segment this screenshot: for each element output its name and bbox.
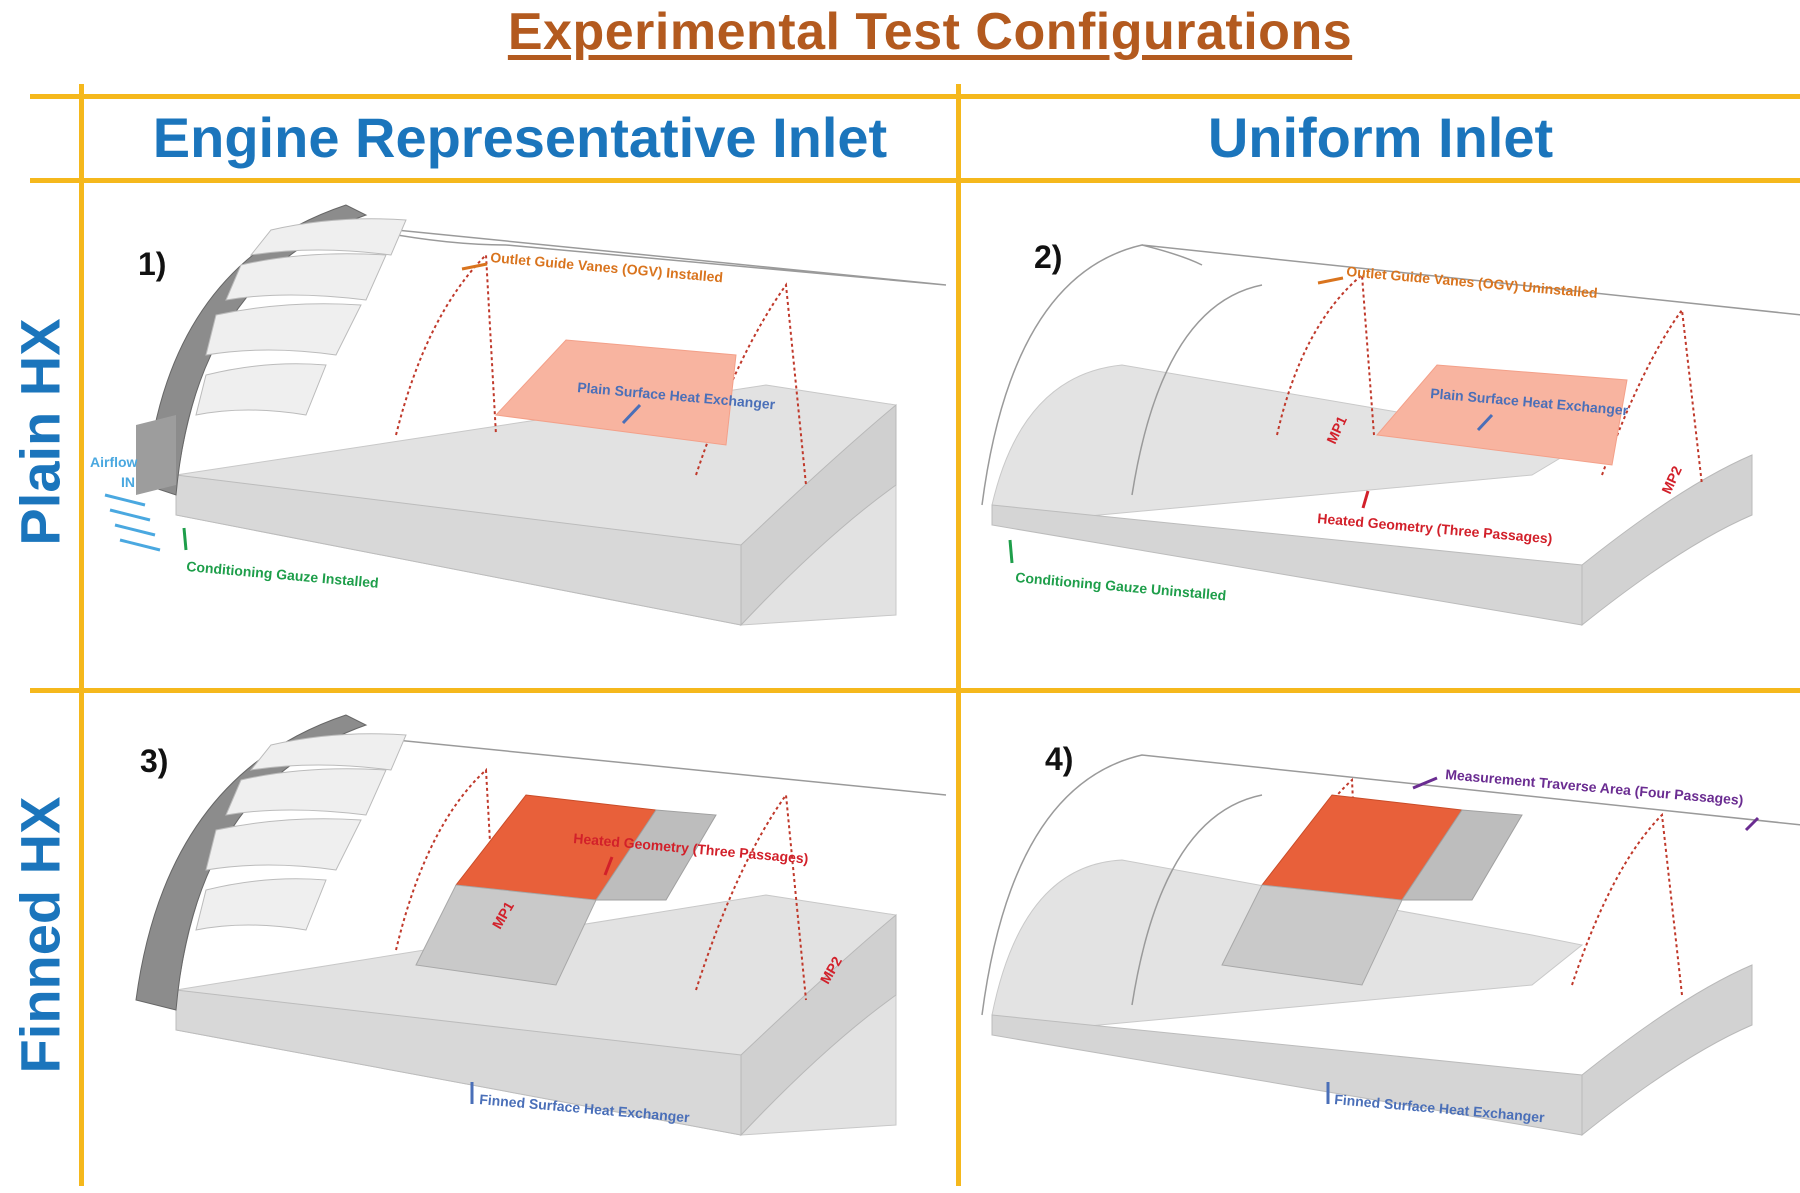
mp2-plane (695, 282, 807, 486)
duct-right-curve (1581, 964, 1753, 1137)
duct-right-curve (740, 913, 897, 1137)
grid-line-left (79, 84, 84, 1186)
column-header-engine-inlet: Engine Representative Inlet (152, 106, 888, 169)
column-header-uniform-inlet: Uniform Inlet (1207, 106, 1554, 169)
panel-2-diagram (981, 244, 1800, 627)
label-in-text: IN (121, 474, 135, 490)
plain-heat-exchanger (1376, 364, 1628, 466)
panel-2-number: 2) (1034, 239, 1062, 275)
arrow-traverse-left (1412, 776, 1438, 790)
panel-4-diagram (981, 754, 1800, 1137)
arrow-heated-geometry-3 (603, 856, 614, 876)
arrow-traverse-right (1744, 816, 1760, 832)
duct-geometry (175, 734, 947, 1137)
outlet-guide-vanes (195, 733, 407, 931)
vane-3 (225, 253, 387, 301)
duct-right-curve (1581, 454, 1753, 627)
outlet-guide-vanes (195, 218, 407, 416)
mp1-plane (1276, 272, 1375, 436)
label-measurement-traverse-text: Measurement Traverse Area (Four Passages… (1445, 766, 1744, 808)
panel-3-diagram (135, 714, 947, 1137)
vane-4 (249, 218, 407, 256)
duct-canopy-outline (981, 244, 1800, 506)
vane-1 (195, 878, 327, 931)
panel-1-number: 1) (138, 246, 166, 282)
airflow-arrow-3 (114, 523, 156, 537)
arrow-plain-hx-1 (621, 403, 642, 425)
figure-title: Experimental Test Configurations (507, 3, 1353, 61)
label-finned-hx-4: Finned Surface Heat Exchanger (1326, 1082, 1546, 1125)
arrow-gauze-uninstalled (1008, 539, 1014, 564)
mp1-plane (395, 767, 497, 951)
grid-line-header (30, 178, 1800, 183)
vane-4 (249, 733, 407, 771)
panel-3-number: 3) (140, 743, 168, 779)
arrow-ogv-installed (461, 262, 488, 271)
arrow-plain-hx-2 (1476, 413, 1494, 432)
airflow-arrow-2 (109, 508, 151, 522)
grid-line-top (30, 94, 1800, 99)
label-finned-hx-4-text: Finned Surface Heat Exchanger (1334, 1091, 1546, 1125)
vane-2 (205, 303, 362, 356)
gauze-band (136, 415, 176, 495)
grid-line-middle (30, 688, 1800, 693)
duct-right-curve (740, 403, 897, 627)
mp1-plane (395, 252, 497, 436)
label-measurement-traverse: Measurement Traverse Area (Four Passages… (1412, 766, 1760, 832)
label-airflow-text: Airflow (90, 454, 138, 470)
panel-4-number: 4) (1045, 741, 1073, 777)
traverse-plane-2 (1571, 812, 1683, 996)
ogv-position-ring (1131, 284, 1263, 496)
vane-2 (205, 818, 362, 871)
panel-1-diagram (136, 204, 947, 627)
airflow-arrow-1 (104, 493, 146, 507)
conditioning-gauze (135, 714, 368, 1011)
fins-side (595, 809, 717, 901)
mp2-plane (1601, 307, 1703, 486)
arrow-heated-geometry-2 (1361, 490, 1370, 509)
airflow-arrow-4 (119, 538, 161, 552)
plain-heat-exchanger (494, 339, 737, 446)
duct-geometry (175, 224, 947, 627)
duct-geometry (981, 244, 1800, 627)
duct-canopy-outline (981, 754, 1800, 1016)
gauze-mesh (135, 714, 368, 1011)
fins-side (1401, 809, 1523, 901)
arrow-gauze-installed (182, 527, 188, 551)
grid-line-center (956, 84, 961, 1186)
finned-heat-exchanger (1221, 794, 1523, 986)
arrow-ogv-uninstalled (1317, 276, 1344, 285)
mp2-plane (695, 792, 807, 1001)
vane-1 (195, 363, 327, 416)
label-airflow-in: Airflow IN (90, 454, 161, 552)
ogv-position-ring (1131, 794, 1263, 1006)
vane-3 (225, 768, 387, 816)
